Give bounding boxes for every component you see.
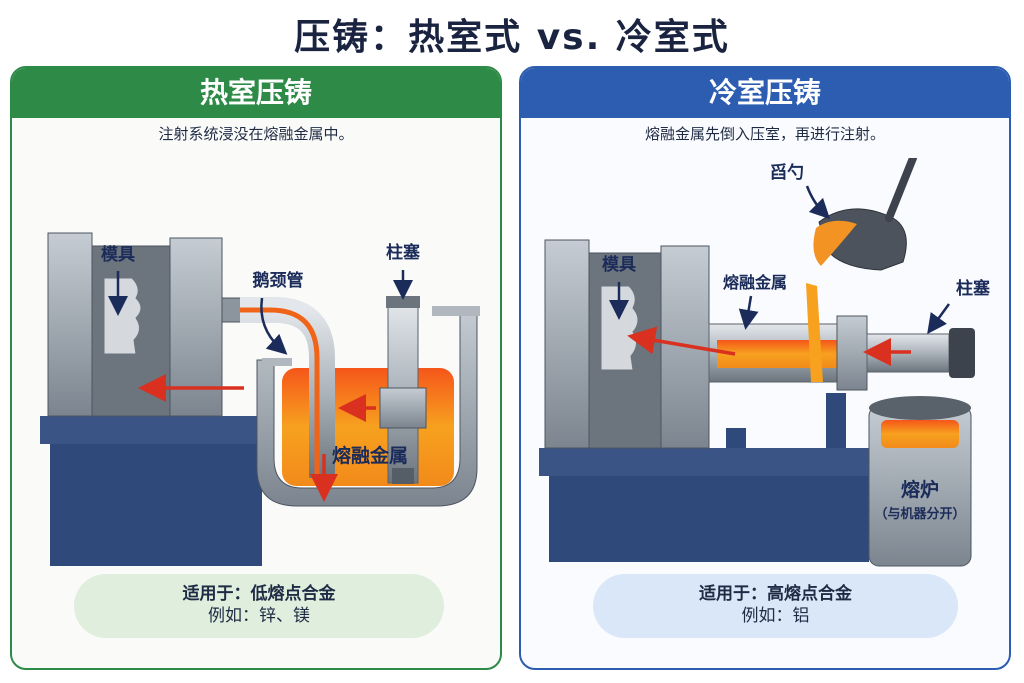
label-die: 模具 — [602, 254, 636, 275]
plunger-end — [949, 328, 975, 378]
label-gooseneck: 鹅颈管 — [253, 270, 304, 291]
flow-arrow-into-die — [627, 326, 736, 356]
hot-example-text: 例如：锌、镁 — [208, 606, 310, 626]
label-ladle: 舀勺 — [770, 162, 804, 183]
cold-example-text: 例如：铝 — [741, 606, 810, 626]
label-furnace-sub: （与机器分开） — [874, 506, 965, 522]
machine-base — [549, 476, 869, 562]
cold-chamber-header: 冷室压铸 — [521, 68, 1009, 118]
hot-chamber-panel: 热室压铸 注射系统浸没在熔融金属中。 — [10, 66, 502, 670]
gooseneck-pointer — [260, 297, 288, 355]
sleeve-flange — [836, 315, 868, 391]
machine-base-top — [40, 416, 262, 444]
label-die: 模具 — [101, 244, 135, 265]
hot-chamber-description: 注射系统浸没在熔融金属中。 — [158, 125, 354, 143]
gooseneck-metal-flow — [240, 307, 320, 478]
plunger-tip — [392, 468, 414, 484]
plunger-pointer — [927, 303, 951, 335]
pour-stream — [806, 283, 823, 382]
sleeve-molten-metal — [717, 340, 841, 368]
machine-base — [50, 444, 262, 566]
hot-chamber-header: 热室压铸 — [12, 68, 500, 118]
plunger-cylinder — [379, 387, 427, 429]
ladle-pointer — [805, 185, 831, 220]
fixed-platen — [544, 239, 590, 449]
hot-chamber-note: 适用于：低熔点合金 例如：锌、镁 — [74, 574, 444, 638]
nozzle — [221, 297, 243, 323]
cold-chamber-description: 熔融金属先倒入压室，再进行注射。 — [644, 125, 885, 143]
hot-suitable-text: 适用于：低熔点合金 — [182, 584, 336, 604]
machine-base-top — [539, 448, 869, 476]
page-title: 压铸：热室式 vs. 冷室式 — [294, 17, 730, 58]
molten-pointer — [738, 295, 759, 330]
support-leg-1 — [726, 428, 746, 448]
support-leg-2 — [826, 393, 846, 448]
plunger-cap — [386, 296, 420, 308]
label-plunger: 柱塞 — [956, 278, 991, 299]
cold-chamber-note: 适用于：高熔点合金 例如：铝 — [593, 574, 958, 638]
hot-chamber-diagram: 模具 鹅颈管 柱塞 熔融金属 — [40, 232, 480, 566]
label-plunger: 柱塞 — [386, 242, 421, 263]
pot-rim-right — [432, 306, 480, 316]
furnace-rim — [869, 396, 971, 420]
pot-rim-left — [262, 358, 292, 366]
molten-metal-pool — [282, 368, 454, 486]
cold-suitable-text: 适用于：高熔点合金 — [699, 584, 852, 604]
ladle-metal — [813, 220, 857, 266]
label-molten-metal: 熔融金属 — [723, 273, 787, 292]
furnace-molten — [881, 420, 959, 448]
label-furnace: 熔炉 — [901, 478, 939, 501]
ladle-handle — [885, 158, 917, 222]
cold-chamber-diagram: 模具 舀勺 熔融金属 柱塞 熔炉 （与机器分开） — [539, 158, 991, 567]
cold-chamber-panel: 冷室压铸 熔融金属先倒入压室，再进行注射。 — [519, 66, 1011, 670]
fixed-platen — [47, 232, 93, 417]
label-molten-metal: 熔融金属 — [332, 444, 408, 467]
